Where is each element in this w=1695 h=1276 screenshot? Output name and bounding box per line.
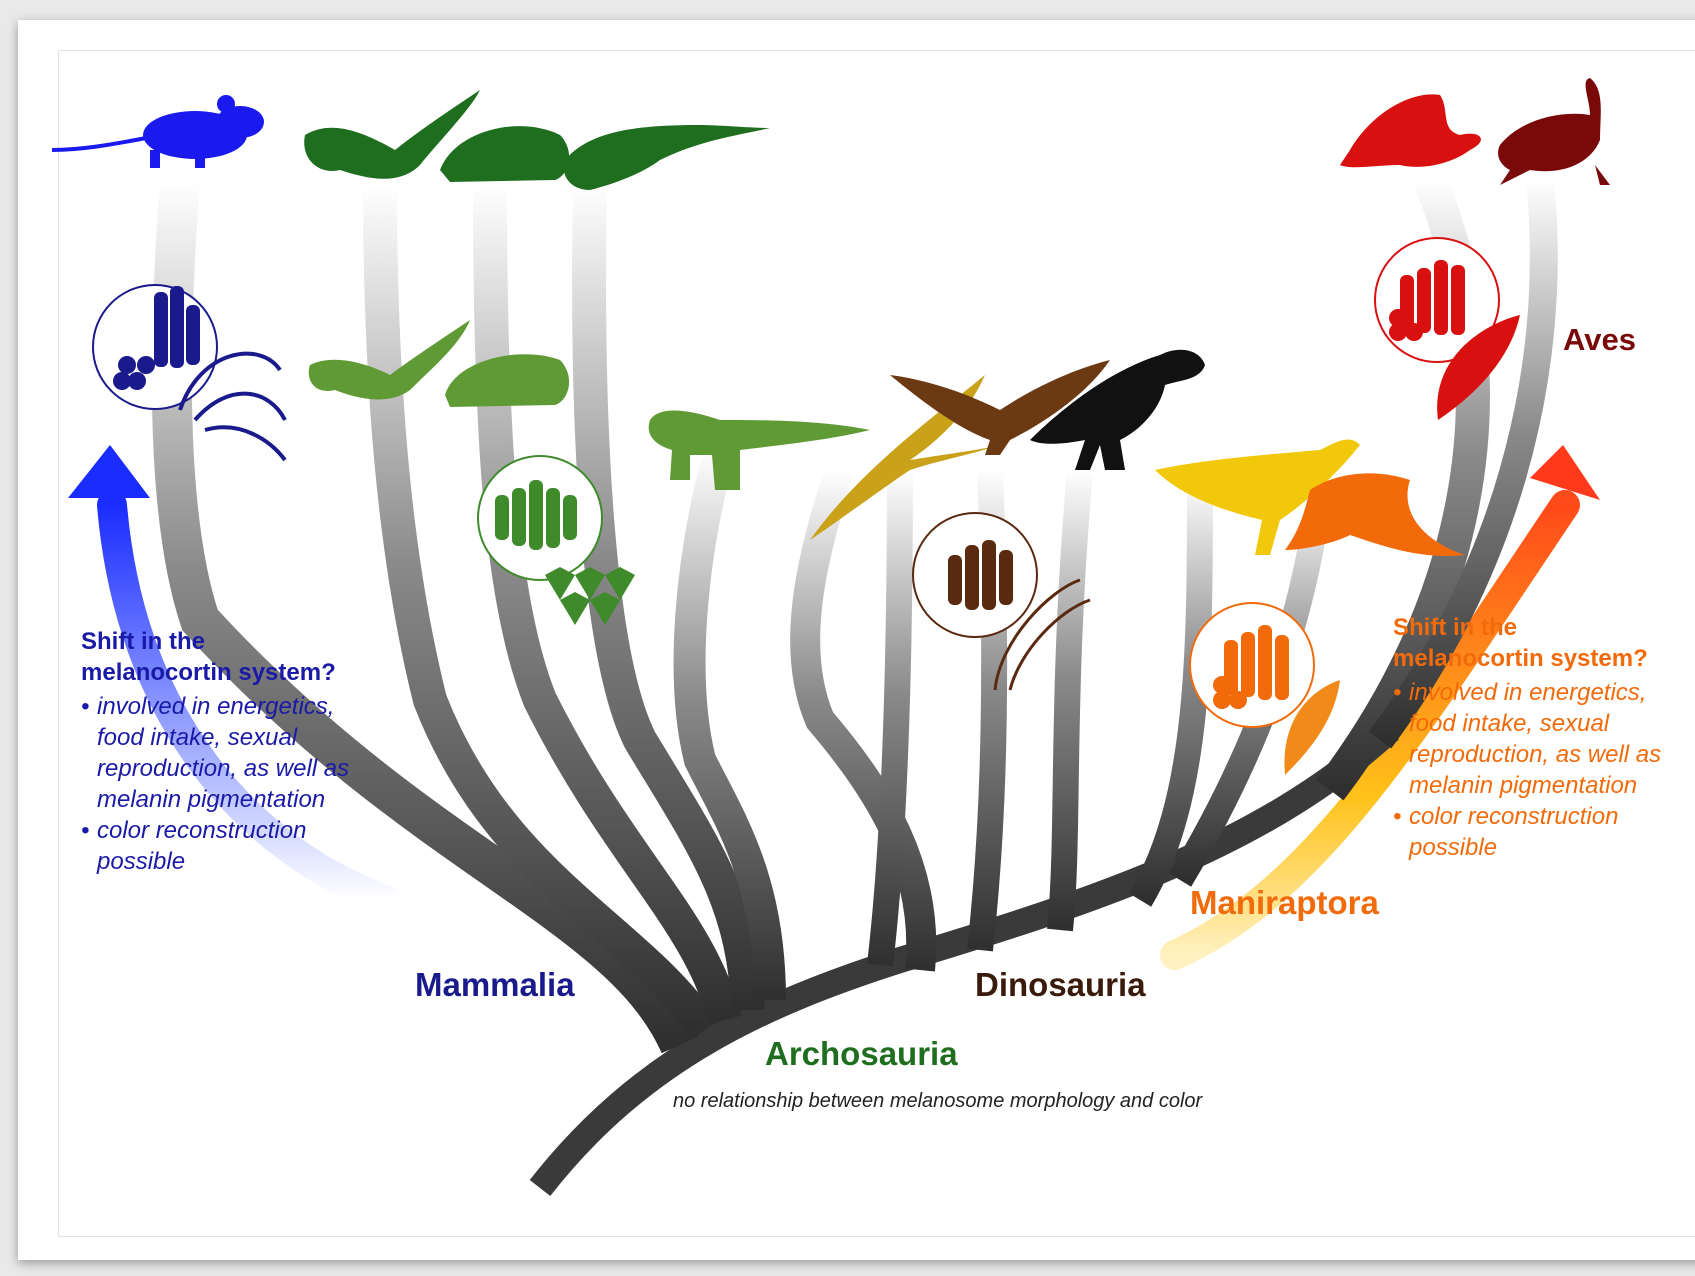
left-bullet-1-line2: food intake, sexual [97,722,349,753]
left-bullet-1-line3: reproduction, as well as [97,753,349,784]
left-bullet-1-line1: involved in energetics, [97,691,349,722]
ostrich-silhouette [1498,78,1610,185]
right-bullet-2-line2: possible [1409,832,1661,863]
right-bullet-1: involved in energetics, food intake, sex… [1393,677,1661,801]
right-bullet-1-line1: involved in energetics, [1409,677,1661,708]
right-bullet-1-line4: melanin pigmentation [1409,770,1661,801]
left-heading-line1: Shift in the [81,626,349,657]
right-annotation: Shift in the melanocortin system? involv… [1393,612,1661,863]
right-bullet-1-line2: food intake, sexual [1409,708,1661,739]
mouse-silhouette [52,95,264,168]
left-bullet-2: color reconstruction possible [81,815,349,877]
left-bullet-1-line4: melanin pigmentation [97,784,349,815]
clade-label-maniraptora: Maniraptora [1190,884,1379,922]
living-reptiles-silhouettes [304,90,770,190]
clade-label-mammalia: Mammalia [415,966,575,1004]
left-bullet-2-line2: possible [97,846,349,877]
left-heading-line2: melanocortin system? [81,657,349,688]
right-heading-line1: Shift in the [1393,612,1661,643]
clade-label-archosauria: Archosauria [765,1035,958,1073]
left-annotation: Shift in the melanocortin system? involv… [81,626,349,877]
clade-label-aves: Aves [1563,322,1636,358]
right-heading-line2: melanocortin system? [1393,643,1661,674]
right-bullet-2: color reconstruction possible [1393,801,1661,863]
melanosome-orange [1190,603,1340,775]
left-bullet-2-line1: color reconstruction [97,815,349,846]
melanosome-red [1375,238,1520,420]
archosauria-note: no relationship between melanosome morph… [673,1090,1202,1113]
right-bullet-1-line3: reproduction, as well as [1409,739,1661,770]
left-bullet-1: involved in energetics, food intake, sex… [81,691,349,815]
right-bullet-2-line1: color reconstruction [1409,801,1661,832]
cardinal-bird-silhouette [1340,94,1481,167]
clade-label-dinosauria: Dinosauria [975,966,1146,1004]
